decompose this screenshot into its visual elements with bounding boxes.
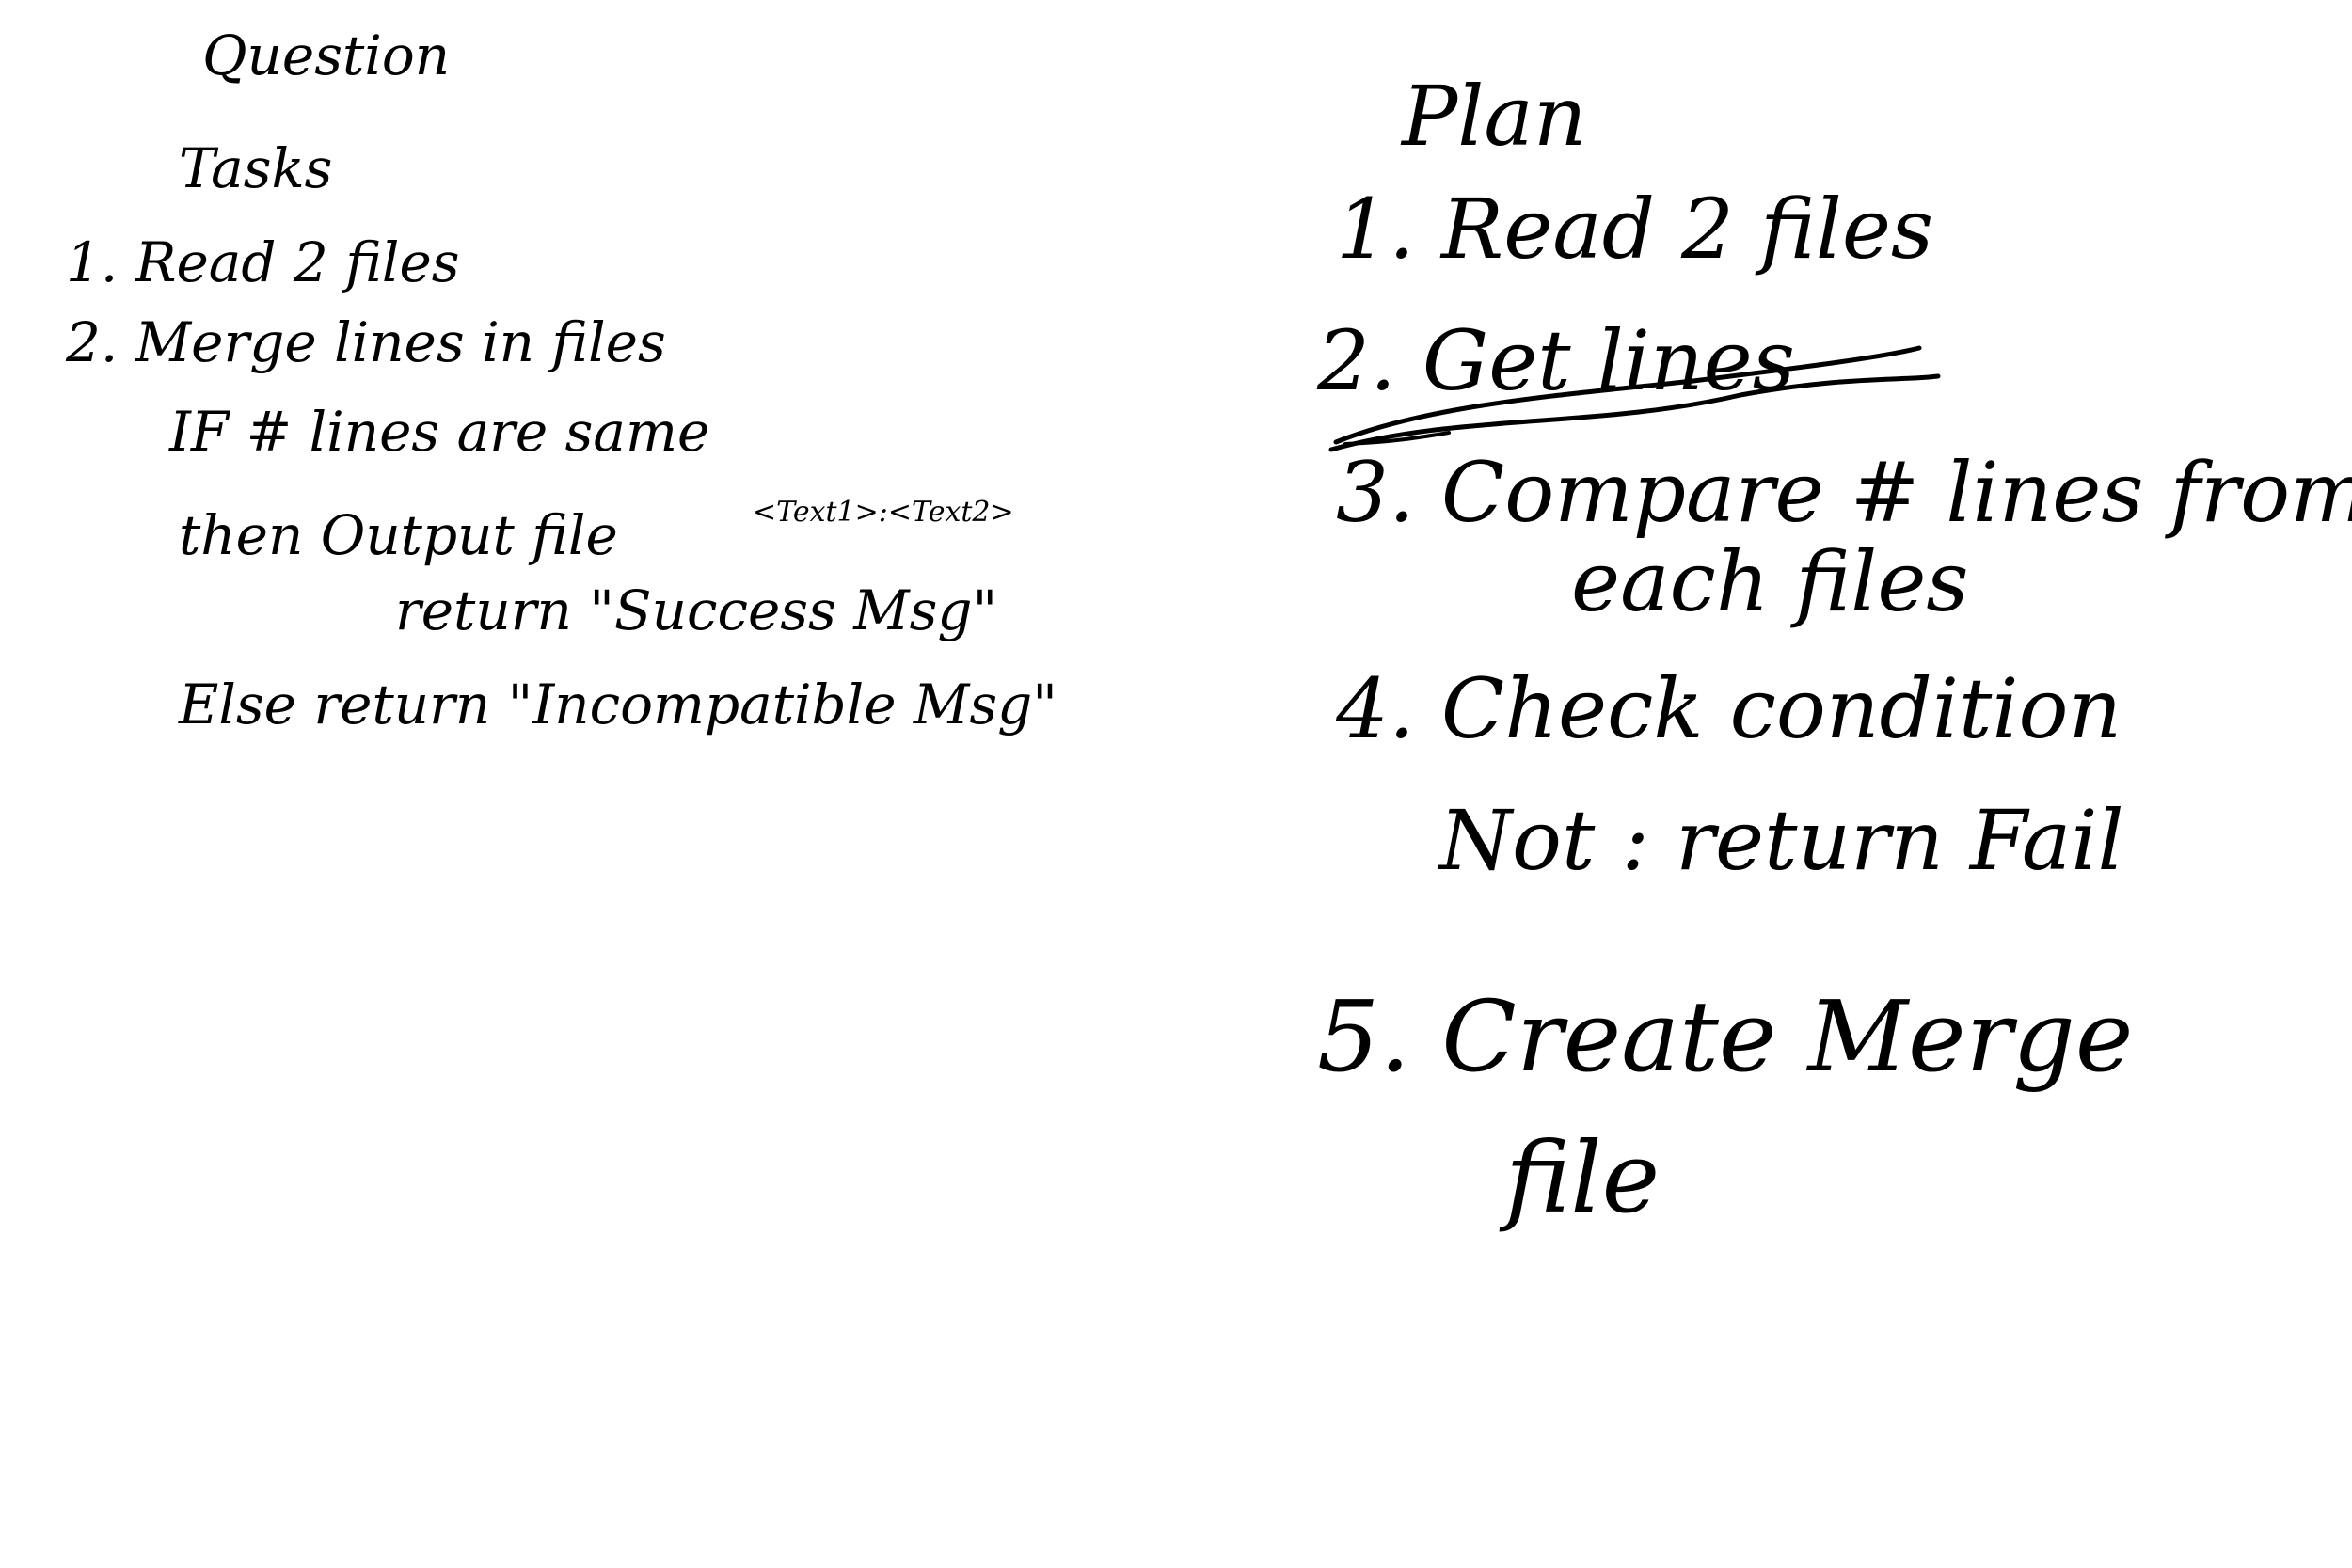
task-return-success: return "Success Msg" <box>395 578 998 642</box>
question-heading: Question <box>202 24 451 87</box>
plan-item: 3. Compare # lines from <box>1336 444 2352 541</box>
plan-item-struck: 2. Get lines <box>1317 312 1795 409</box>
task-item: 2. Merge lines in files <box>66 310 666 374</box>
task-then-output: then Output file <box>179 503 618 567</box>
plan-item-continued: file <box>1505 1120 1661 1235</box>
strikethrough-scribble <box>1328 345 1941 452</box>
plan-item: 1. Read 2 files <box>1336 181 1934 277</box>
tasks-heading: Tasks <box>179 136 333 200</box>
plan-item-continued: each files <box>1571 533 1969 630</box>
plan-sub-item: Not : return Fail <box>1439 792 2124 889</box>
plan-item: 4. Check condition <box>1336 660 2122 757</box>
task-condition: IF # lines are same <box>169 400 710 464</box>
task-else-return: Else return "Incompatible Msg" <box>179 673 1057 736</box>
plan-heading: Plan <box>1402 68 1587 165</box>
task-output-format: <Text1>:<Text2> <box>753 496 1014 529</box>
task-item: 1. Read 2 files <box>66 230 460 294</box>
plan-item: 5. Create Merge <box>1317 979 2134 1094</box>
